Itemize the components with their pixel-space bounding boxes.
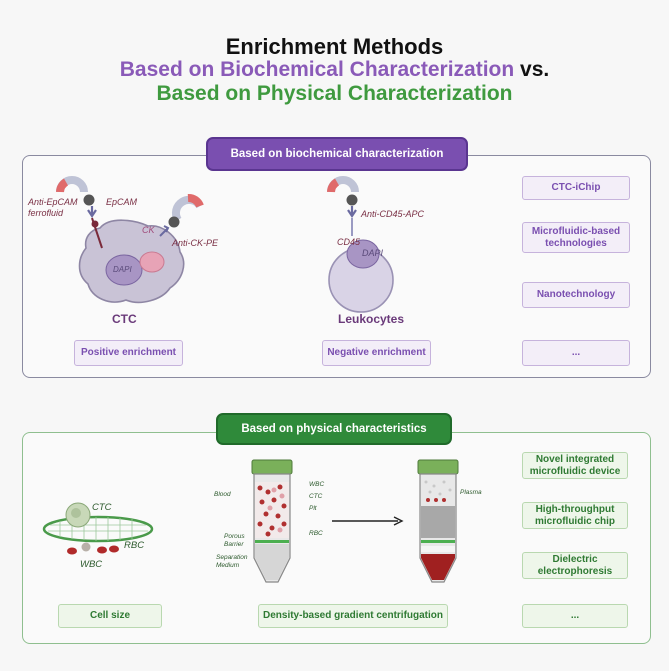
wbc-cell: [81, 542, 91, 552]
subtitle-biochemical-text: Based on Biochemical Characterization: [119, 58, 515, 81]
separation-medium: [255, 544, 289, 580]
tube-cap: [251, 459, 293, 475]
cd45-label: CD45: [337, 237, 361, 247]
magnetic-bead-3: [346, 194, 358, 206]
method-high-throughput: High-throughput microfluidic chip: [522, 502, 628, 529]
cell-size-box: Cell size: [58, 604, 162, 628]
method-ctc-ichip: CTC-iChip: [522, 176, 630, 200]
ctc-dapi-label: DAPI: [113, 265, 132, 274]
tube1-blood-label: Blood: [214, 491, 231, 498]
magnetic-bead: [83, 194, 95, 206]
anti-epcam-label: Anti-EpCAM: [28, 197, 78, 207]
tube1-plt-label: Plt: [309, 505, 317, 512]
method-more-physical: ...: [522, 604, 628, 628]
leukocyte-illustration: [327, 176, 394, 313]
leukocyte-dapi-label: DAPI: [362, 248, 384, 258]
rbc-cell: [67, 547, 77, 555]
tube1-porous-label: Porous: [224, 533, 245, 540]
magnetic-bead-2: [168, 216, 180, 228]
anti-cd45-label: Anti-CD45-APC: [361, 209, 425, 219]
ctc-label: CTC: [112, 312, 137, 326]
method-nanotechnology: Nanotechnology: [522, 282, 630, 308]
magnet-icon: [56, 176, 95, 206]
plasma-layer: [424, 480, 452, 496]
ctc-nucleus: [105, 254, 143, 286]
method-more: ...: [522, 340, 630, 366]
method-integrated-device: Novel integrated microfluidic device: [522, 452, 628, 479]
process-arrow-icon: [332, 516, 404, 526]
magnet-icon-3: [327, 176, 359, 206]
buffy-layer: [421, 506, 455, 538]
tube1-barrier-label: Barrier: [224, 541, 244, 548]
tube1-ctc-label: CTC: [309, 493, 323, 500]
tube2-cap: [417, 459, 459, 475]
anti-cd45-antibody-icon: [347, 206, 357, 218]
anti-epcam-antibody-icon: [87, 206, 97, 218]
leukocytes-label: Leukocytes: [338, 312, 405, 326]
biochemical-header: Based on biochemical characterization: [206, 137, 468, 171]
cellsize-wbc-label: WBC: [80, 559, 103, 570]
cellsize-rbc-label: RBC: [124, 540, 145, 551]
epcam-label: EpCAM: [106, 197, 138, 207]
method-microfluidic: Microfluidic-based technologies: [522, 222, 630, 253]
porous-barrier: [255, 540, 289, 543]
tube1-rbc-label: RBC: [309, 530, 323, 537]
physical-header: Based on physical characteristics: [216, 413, 452, 445]
ck-marker: [139, 251, 165, 273]
subtitle-biochemical: Based on Biochemical Characterization vs…: [0, 58, 669, 82]
cellsize-ctc-label: CTC: [92, 502, 112, 513]
tube1-separation-label: Separation: [216, 554, 248, 561]
centrifuge-tube-1: [251, 459, 293, 583]
filter-membrane: [42, 515, 154, 543]
negative-enrichment-box: Negative enrichment: [322, 340, 431, 366]
anti-ck-antibody-icon: [159, 225, 170, 237]
density-gradient-box: Density-based gradient centrifugation: [258, 604, 448, 628]
positive-enrichment-box: Positive enrichment: [74, 340, 183, 366]
rbc-pellet: [421, 554, 455, 580]
vs-text: vs.: [520, 58, 550, 81]
tube1-wbc-label: WBC: [309, 481, 325, 488]
ctc-illustration: [56, 176, 204, 304]
leukocyte-nucleus: [346, 239, 380, 269]
centrifuge-tube-2: [417, 459, 459, 583]
ck-label: CK: [142, 225, 155, 235]
main-title: Enrichment Methods: [225, 34, 444, 59]
subtitle-physical: Based on Physical Characterization: [156, 82, 513, 105]
cell-size-filter-illustration: [42, 502, 154, 555]
tube1-medium-label: Medium: [216, 562, 240, 569]
ferrofluid-label: ferrofluid: [28, 208, 64, 218]
method-dielectrophoresis: Dielectric electrophoresis: [522, 552, 628, 579]
magnet-icon-2: [168, 194, 204, 228]
anti-ck-label: Anti-CK-PE: [172, 238, 219, 248]
tube2-plasma-label: Plasma: [460, 489, 482, 496]
